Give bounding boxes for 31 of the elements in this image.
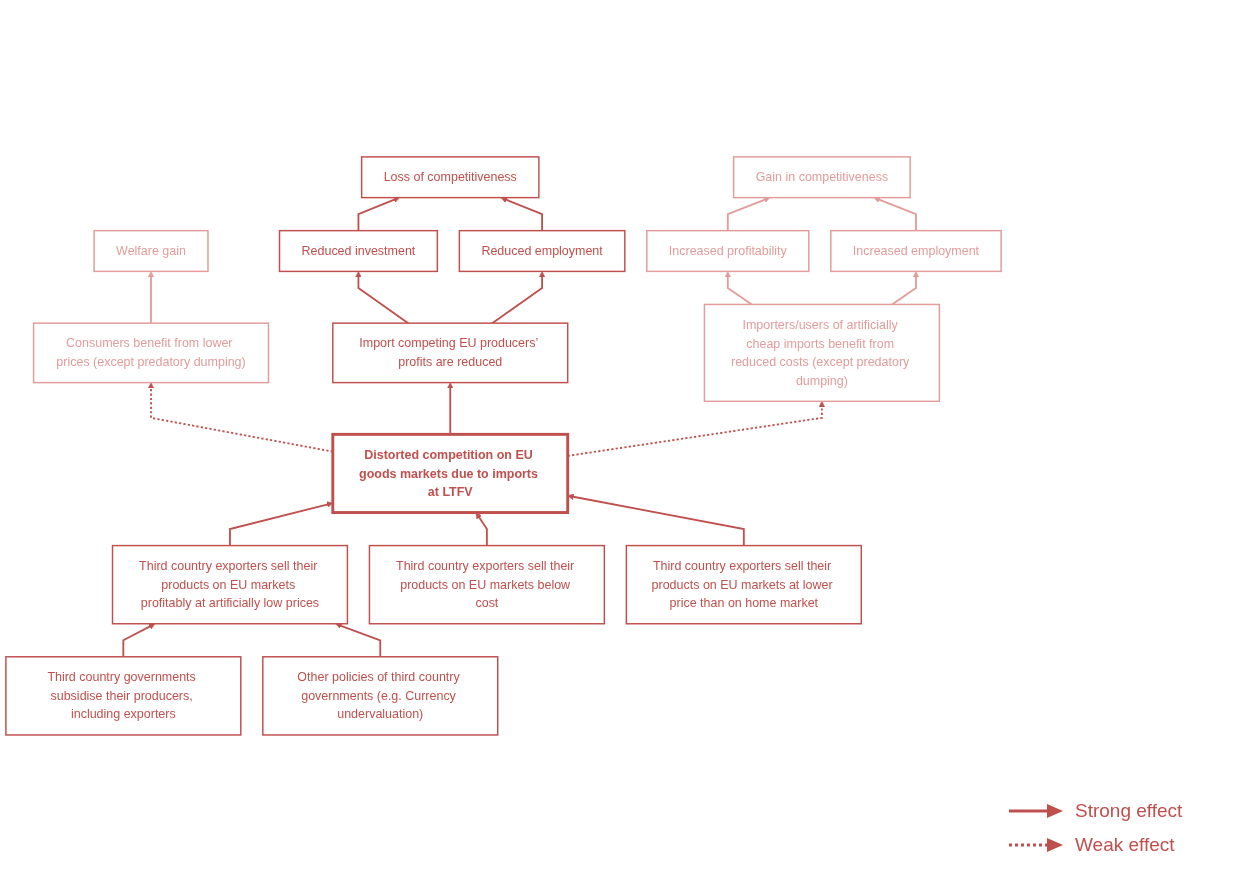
- arrow: [357, 196, 400, 232]
- node-box: Loss of competitiveness: [360, 156, 540, 199]
- node-box: Import competing EU producers’ profits are reduced: [332, 322, 569, 384]
- arrow: [724, 271, 753, 306]
- arrow: [500, 196, 543, 232]
- arrow: [335, 622, 382, 658]
- node-box: Importers/users of artificially cheap imports benefit from reduced costs (except predatory dumping): [703, 303, 941, 403]
- node-box: Welfare gain: [93, 230, 209, 273]
- node-box: Reduced employment: [458, 230, 626, 273]
- arrow: [475, 512, 488, 547]
- node-box: Third country exporters sell their products on EU markets at lower price than on home market: [625, 544, 862, 625]
- node-box: Other policies of third country governments (e.g. Currency undervaluation): [262, 656, 499, 736]
- node-box: Reduced investment: [278, 230, 439, 273]
- node-box: Distorted competition on EU goods markets due to imports at LTFV: [331, 432, 570, 515]
- node-box: Gain in competitiveness: [732, 156, 911, 199]
- legend-label: Weak effect: [1075, 834, 1175, 856]
- node-box: Third country governments subsidise their producers, including exporters: [5, 656, 242, 736]
- node-box: Increased profitability: [646, 230, 810, 273]
- arrow: [355, 271, 410, 325]
- arrow: [147, 271, 155, 325]
- arrow: [726, 196, 771, 232]
- node-box: Third country exporters sell their products on EU markets below cost: [368, 544, 606, 625]
- arrow: [891, 271, 920, 306]
- node-box: Increased employment: [830, 230, 1002, 273]
- legend-label: Strong effect: [1075, 800, 1183, 822]
- arrow: [122, 623, 156, 658]
- node-box: Consumers benefit from lower prices (except predatory dumping): [32, 322, 270, 384]
- arrow: [491, 271, 546, 325]
- arrow: [567, 493, 745, 547]
- node-box: Third country exporters sell their products on EU markets profitably at artificially low prices: [111, 544, 349, 625]
- arrow: [873, 196, 917, 232]
